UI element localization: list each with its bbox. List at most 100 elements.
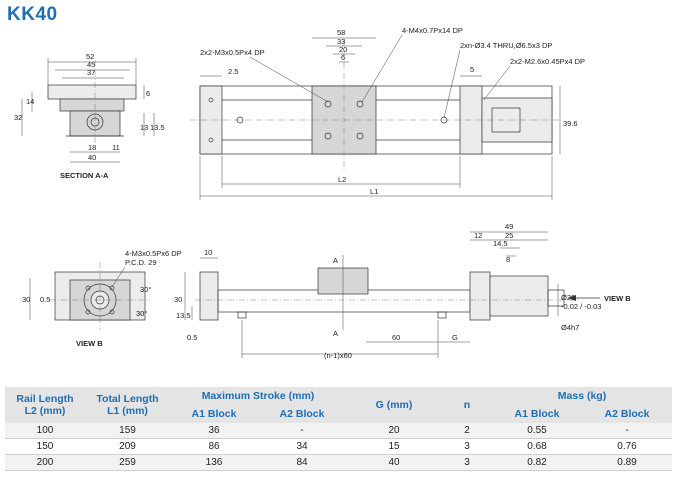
header-mass-a1: A1 Block	[492, 405, 582, 423]
header-g: G (mm)	[346, 387, 442, 423]
callout-m3-view-b: 4-M3x0.5Px6 DP	[125, 249, 182, 258]
dim-12: 12	[474, 231, 482, 240]
cell-stroke-a2: 34	[258, 438, 346, 455]
dim-40: 40	[88, 153, 96, 162]
header-total-length-unit: L1 (mm)	[107, 405, 148, 417]
view-b: 4-M3x0.5Px6 DP P.C.D. 29 30 0.5 30° 30° …	[22, 249, 182, 348]
dim-2-5: 2.5	[228, 67, 238, 76]
callout-thru: 2xn-Ø3.4 THRU,Ø6.5x3 DP	[460, 41, 552, 50]
header-mass-a2: A2 Block	[582, 405, 672, 423]
dim-11: 11	[112, 143, 120, 152]
header-total-length: Total Length L1 (mm)	[85, 387, 170, 423]
side-end-left	[199, 271, 219, 321]
header-stroke-a2: A2 Block	[258, 405, 346, 423]
header-stroke-a1: A1 Block	[170, 405, 258, 423]
header-rail-length: Rail Length L2 (mm)	[5, 387, 85, 423]
dim-g: G	[452, 333, 458, 342]
cell-stroke-a1: 86	[170, 438, 258, 455]
dim-tolerance: -0.02 / -0.03	[561, 302, 601, 311]
angle-30b: 30°	[136, 309, 147, 318]
dim-dia20: Ø20	[561, 293, 575, 302]
cell-rail: 200	[5, 454, 85, 471]
table-row: 100 159 36 - 20 2 0.55 -	[5, 423, 672, 439]
header-rail-length-unit: L2 (mm)	[24, 405, 66, 417]
dim-30-side: 30	[174, 295, 182, 304]
cell-mass-a1: 0.82	[492, 454, 582, 471]
cell-mass-a2: -	[582, 423, 672, 439]
table-row: 150 209 86 34 15 3 0.68 0.76	[5, 438, 672, 455]
specs-table: Rail Length L2 (mm) Total Length L1 (mm)…	[5, 387, 672, 471]
cell-total: 209	[85, 438, 170, 455]
table-row: 200 259 136 84 40 3 0.82 0.89	[5, 454, 672, 471]
side-motor-flange	[489, 275, 549, 317]
dim-52: 52	[86, 52, 94, 61]
header-rail-length-label: Rail Length	[16, 393, 74, 405]
header-total-length-label: Total Length	[96, 393, 159, 405]
dim-13: 13	[140, 123, 148, 132]
dim-49: 49	[505, 222, 513, 231]
cell-mass-a1: 0.55	[492, 423, 582, 439]
dim-13-5: 13.5	[150, 123, 165, 132]
cell-n: 2	[442, 423, 492, 439]
cell-stroke-a2: -	[258, 423, 346, 439]
carriage-block	[59, 98, 125, 112]
cell-stroke-a2: 84	[258, 454, 346, 471]
cell-total: 259	[85, 454, 170, 471]
dim-39-6: 39.6	[563, 119, 578, 128]
dim-0-5-side: 0.5	[187, 333, 197, 342]
section-label: SECTION A-A	[60, 171, 109, 180]
top-view: 58 33 20 6 2x2-M3x0.5Px4 DP 4-M4x0.7Px14…	[190, 26, 585, 200]
callout-m26: 2x2-M2.6x0.45Px4 DP	[510, 57, 585, 66]
dim-30-view-b: 30	[22, 295, 30, 304]
dim-6: 6	[146, 89, 150, 98]
dim-13-5-side: 13.5	[176, 311, 191, 320]
dim-33: 33	[337, 37, 345, 46]
cell-g: 15	[346, 438, 442, 455]
header-mass: Mass (kg)	[492, 387, 672, 405]
dim-l2: L2	[338, 175, 346, 184]
end-plate-left	[199, 85, 223, 155]
angle-30a: 30°	[140, 285, 151, 294]
cell-g: 40	[346, 454, 442, 471]
header-n: n	[442, 387, 492, 423]
dim-0-5-view-b: 0.5	[40, 295, 50, 304]
dim-dia4: Ø4h7	[561, 323, 579, 332]
header-max-stroke: Maximum Stroke (mm)	[170, 387, 346, 405]
dim-45: 45	[87, 60, 95, 69]
callout-m4: 4-M4x0.7Px14 DP	[402, 26, 463, 35]
dim-32: 32	[14, 113, 22, 122]
cell-rail: 150	[5, 438, 85, 455]
dim-8: 8	[506, 255, 510, 264]
cell-rail: 100	[5, 423, 85, 439]
dim-18: 18	[88, 143, 96, 152]
cell-total: 159	[85, 423, 170, 439]
callout-pcd: P.C.D. 29	[125, 258, 157, 267]
cell-mass-a1: 0.68	[492, 438, 582, 455]
dim-5: 5	[470, 65, 474, 74]
cell-stroke-a1: 36	[170, 423, 258, 439]
dim-n-60: (n-1)x60	[324, 351, 352, 360]
callout-m3: 2x2-M3x0.5Px4 DP	[200, 48, 265, 57]
cell-n: 3	[442, 438, 492, 455]
cell-n: 3	[442, 454, 492, 471]
view-b-label: VIEW B	[76, 339, 103, 348]
dim-25: 25	[505, 231, 513, 240]
dim-14-5: 14.5	[493, 239, 508, 248]
cell-g: 20	[346, 423, 442, 439]
dim-60: 60	[392, 333, 400, 342]
cell-stroke-a1: 136	[170, 454, 258, 471]
section-mark-a-bottom: A	[333, 329, 338, 338]
side-view: A A 10 30 13.5 0.5 49 12 25 14.5 8 Ø20 -…	[174, 222, 631, 360]
side-end-right	[469, 271, 491, 321]
view-b-arrow-label: VIEW B	[604, 294, 631, 303]
shaft-stub	[547, 289, 565, 307]
page-title: KK40	[7, 4, 58, 25]
technical-drawing: 52 45 37 32 14 6 13 13.5 18 11 40 SECTIO…	[14, 26, 631, 360]
dim-l1: L1	[370, 187, 378, 196]
section-a-a-view: 52 45 37 32 14 6 13 13.5 18 11 40 SECTIO…	[14, 52, 165, 180]
cell-mass-a2: 0.89	[582, 454, 672, 471]
dim-6-top: 6	[341, 53, 345, 62]
dim-14: 14	[26, 97, 34, 106]
dim-58: 58	[337, 28, 345, 37]
carriage-plate	[47, 84, 137, 100]
